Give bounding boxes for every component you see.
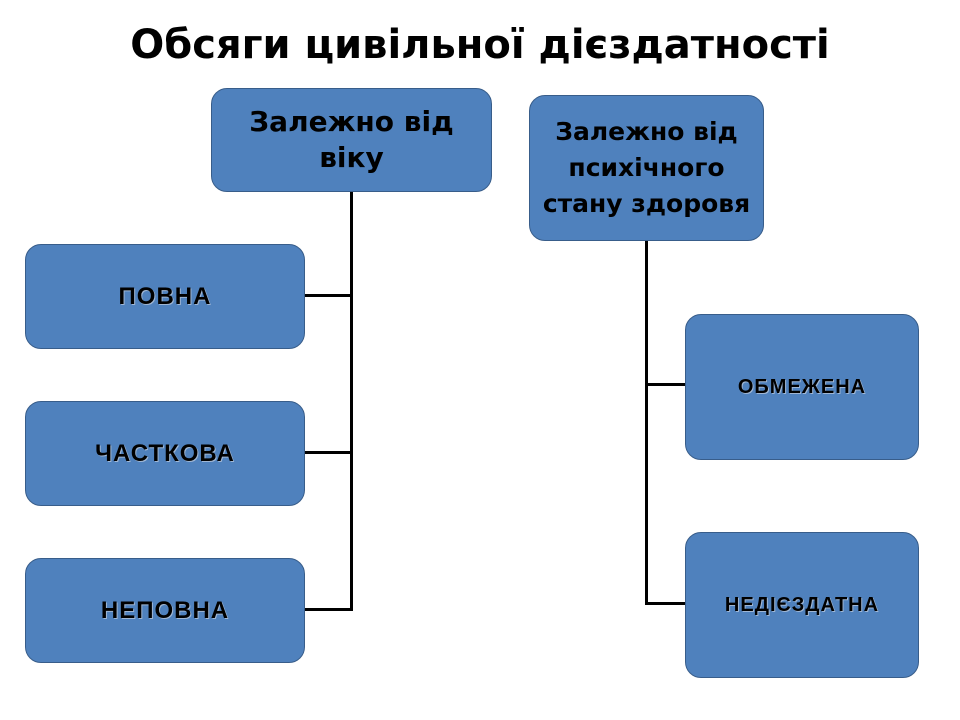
right-branch-line-nediezdatna: [645, 602, 685, 605]
left-branch-line-povna: [305, 294, 353, 297]
leaf-box-chastkova: ЧАСТКОВА: [25, 401, 305, 506]
left-branch-line-nepovna: [305, 608, 353, 611]
leaf-box-nediezdatna: НЕДІЄЗДАТНА: [685, 532, 919, 678]
leaf-box-obmezhena: ОБМЕЖЕНА: [685, 314, 919, 460]
leaf-box-nepovna: НЕПОВНА: [25, 558, 305, 663]
header-box-by-age: Залежно від віку: [211, 88, 492, 192]
header-box-by-mental-health: Залежно від психічного стану здоровя: [529, 95, 764, 241]
right-trunk-line: [645, 240, 648, 605]
left-trunk-line: [350, 192, 353, 611]
diagram-title: Обсяги цивільної дієздатності: [130, 22, 830, 68]
right-branch-line-obmezhena: [645, 383, 685, 386]
leaf-box-povna: ПОВНА: [25, 244, 305, 349]
left-branch-line-chastkova: [305, 451, 353, 454]
